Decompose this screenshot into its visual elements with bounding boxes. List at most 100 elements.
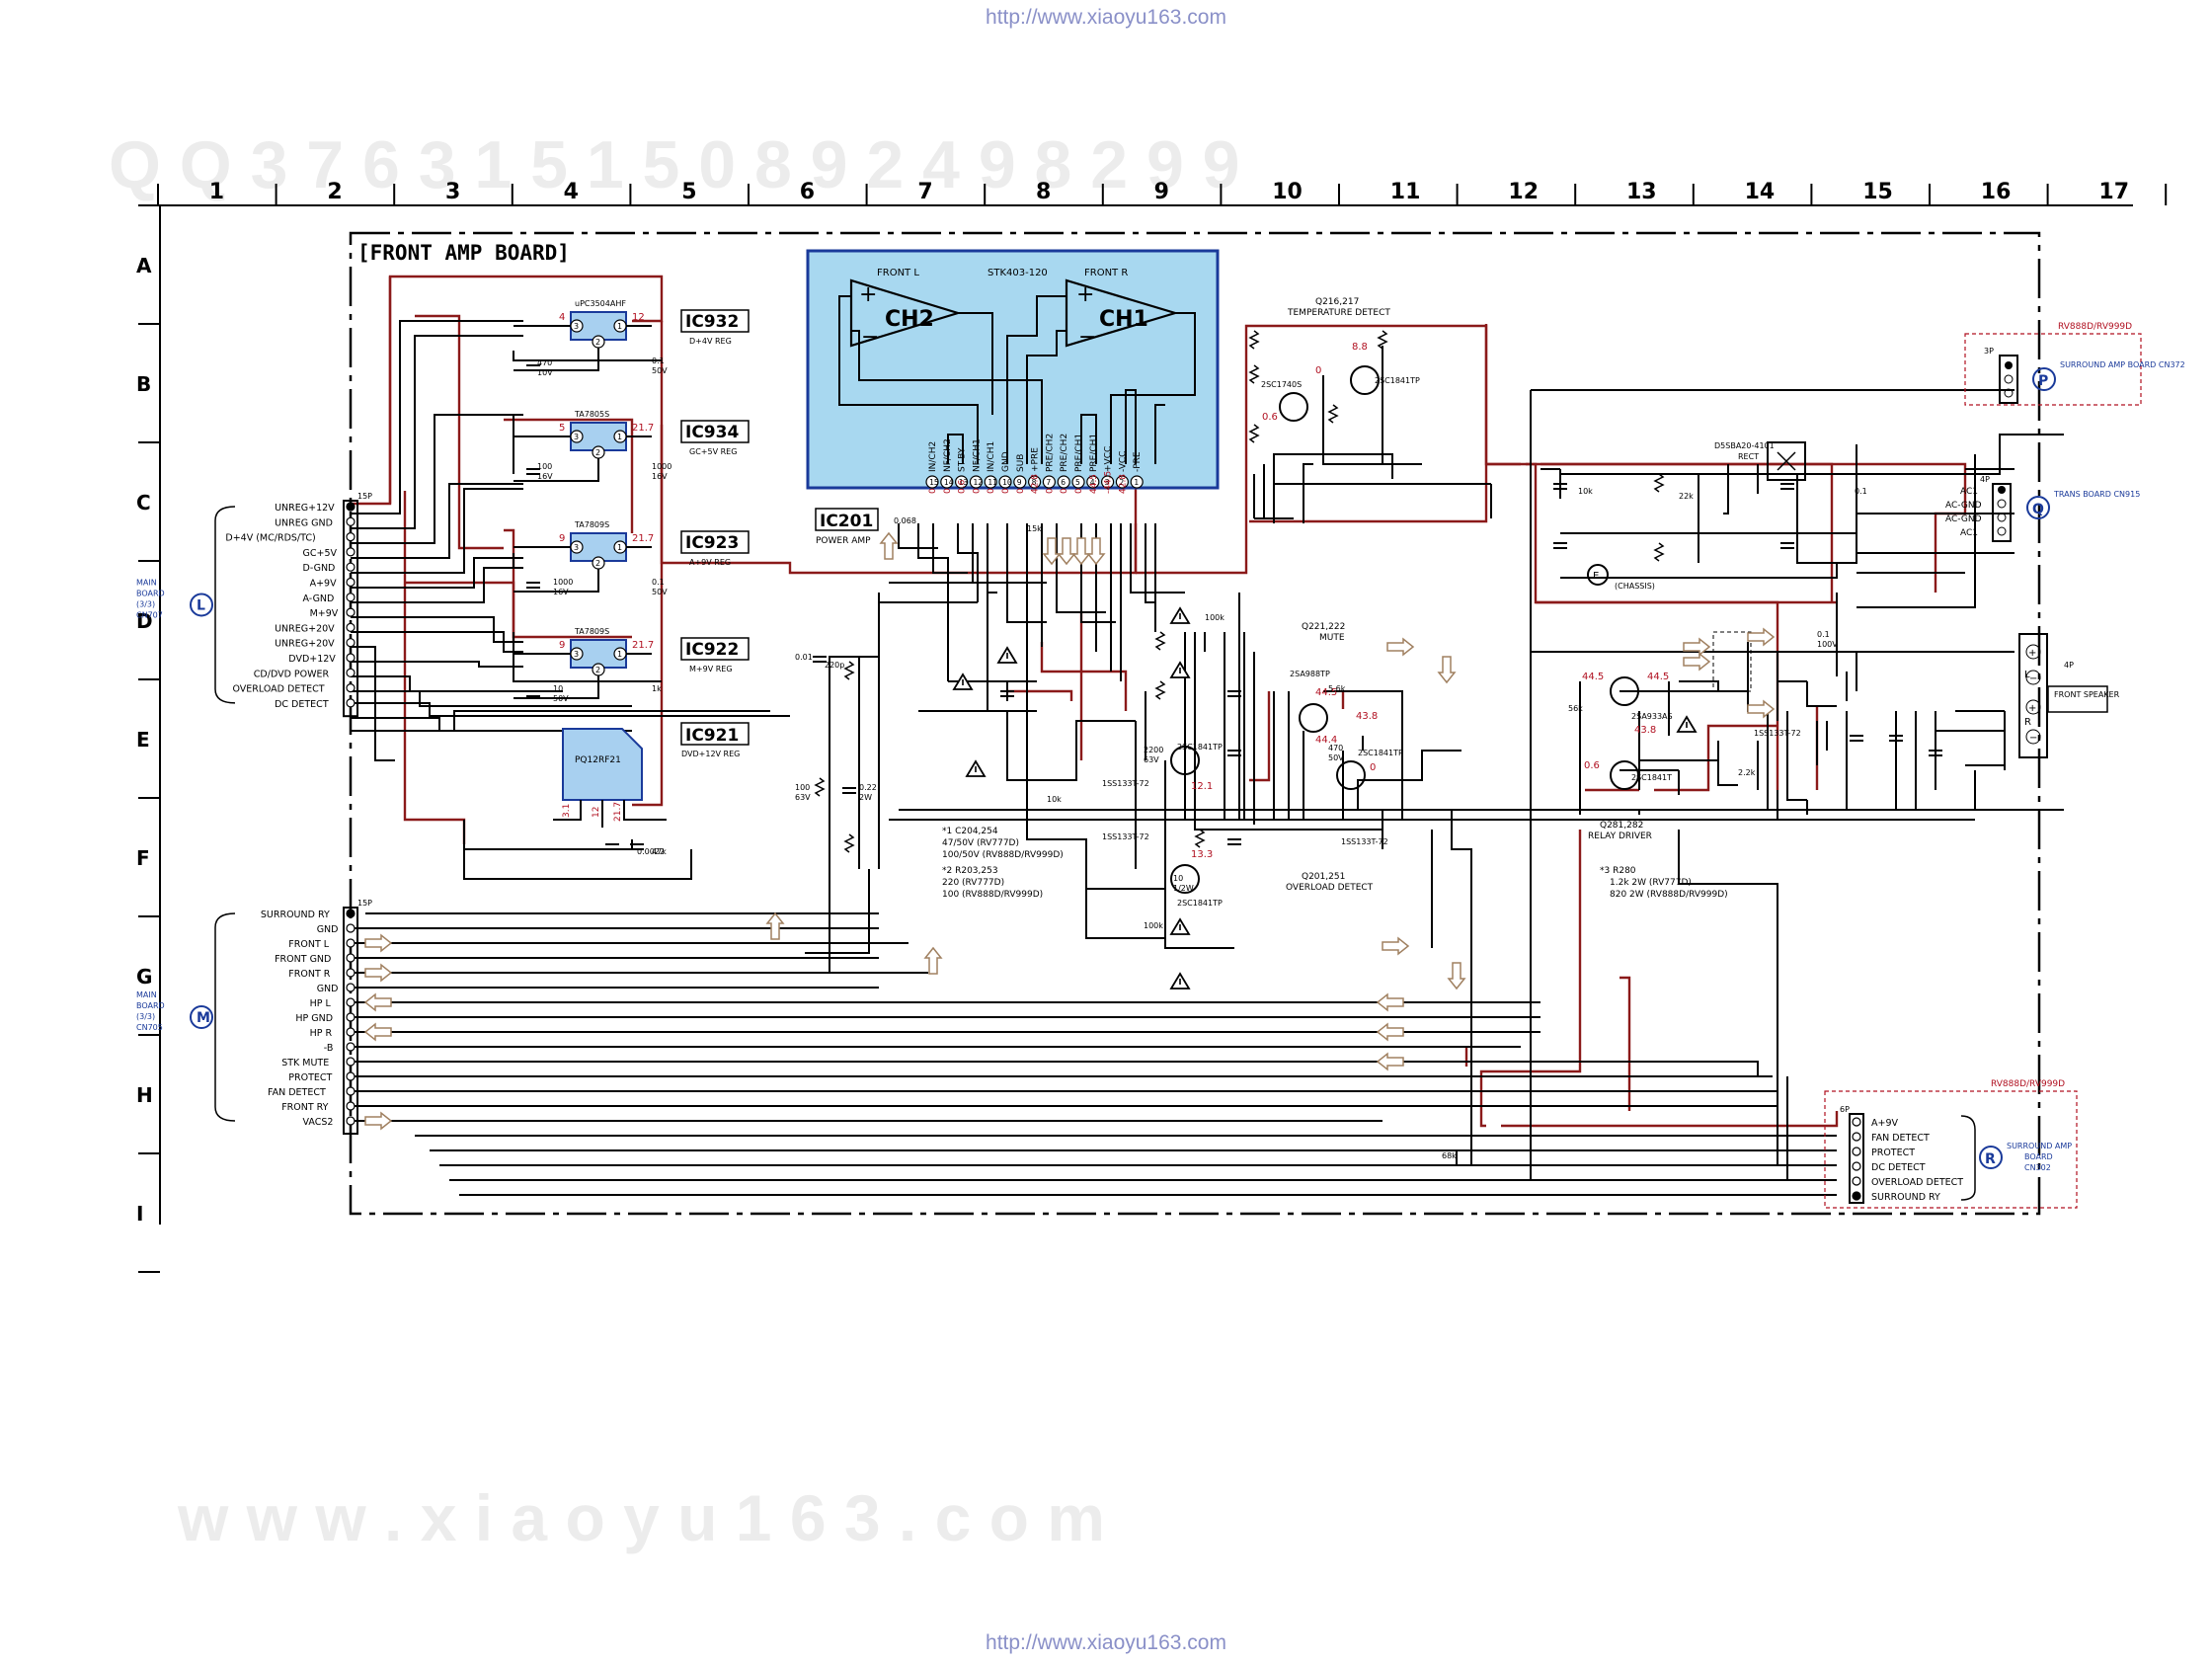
regulator-desc: A+9V REG bbox=[689, 558, 731, 567]
connector-pin-label: M+9V bbox=[310, 608, 339, 619]
regulator-pin: 1 bbox=[617, 322, 622, 331]
ic201-pin bbox=[1086, 475, 1100, 489]
signal-arrow-right bbox=[1382, 936, 1410, 956]
svg-text:2SC1841TP: 2SC1841TP bbox=[1358, 749, 1403, 757]
connector-circle: R bbox=[1985, 1151, 1996, 1167]
signal-arrow-left bbox=[363, 992, 392, 1012]
connector-pin-label: OVERLOAD DETECT bbox=[233, 684, 325, 695]
temperature-detect-block: Q216,217 TEMPERATURE DETECT 2SC1740S 2SC… bbox=[1261, 297, 1420, 423]
connector-pin-label: FRONT L bbox=[288, 939, 329, 950]
signal-arrow-down bbox=[1086, 537, 1106, 566]
component-value: 1k bbox=[652, 684, 662, 693]
row-label: C bbox=[136, 491, 151, 515]
regulator-input-voltage: 21.7 bbox=[632, 423, 654, 434]
connector-circle: L bbox=[197, 597, 205, 613]
ic201-pin-number: 13 bbox=[959, 478, 969, 487]
row-label: D bbox=[136, 609, 153, 633]
svg-text:FRONT SPEAKER: FRONT SPEAKER bbox=[2054, 690, 2120, 699]
connector-pin-label: FRONT GND bbox=[275, 954, 331, 965]
resistor-symbol bbox=[843, 661, 855, 680]
connector-pin-label: HP R bbox=[310, 1028, 333, 1039]
svg-text:−: − bbox=[2029, 733, 2037, 744]
component-value: 0.0022 bbox=[637, 847, 665, 856]
regulator-input-voltage: 12 bbox=[632, 312, 645, 323]
connector-pin-label: CD/DVD POWER bbox=[254, 669, 330, 679]
svg-text:Q216,217: Q216,217 bbox=[1315, 297, 1359, 307]
column-label: 4 bbox=[564, 180, 579, 204]
connector-pin-label: A+9V bbox=[310, 579, 338, 590]
component-value: 470 bbox=[1328, 744, 1343, 752]
svg-text:TEMPERATURE DETECT: TEMPERATURE DETECT bbox=[1287, 308, 1390, 318]
ic201-pin-number: 2 bbox=[1119, 478, 1124, 487]
connector-q-cn915: 4P AC1 AC-GND AC-GND AC1 Q TRANS BOARD C… bbox=[1945, 475, 2140, 542]
regulator-pin: 2 bbox=[595, 448, 600, 457]
footer-url[interactable]: http://www.xiaoyu163.com bbox=[986, 1631, 1226, 1654]
ic201-pin-name: SUB bbox=[1016, 454, 1026, 472]
header-url[interactable]: http://www.xiaoyu163.com bbox=[986, 6, 1226, 29]
svg-text:*1 C204,254: *1 C204,254 bbox=[942, 827, 998, 836]
ic201-pin-number: 4 bbox=[1090, 478, 1095, 487]
svg-text:43.8: 43.8 bbox=[1356, 711, 1378, 722]
regulator-pin: 2 bbox=[595, 559, 600, 568]
component-value: 10 bbox=[1173, 874, 1183, 883]
ic201-pin-voltage: 42.8 bbox=[1031, 474, 1041, 494]
signal-arrow-right bbox=[1683, 652, 1711, 672]
component-value: 0.01 bbox=[795, 653, 813, 662]
component-value: 0.1 bbox=[652, 356, 665, 365]
svg-text:8.8: 8.8 bbox=[1352, 342, 1368, 353]
resistor-symbol bbox=[1653, 542, 1665, 562]
capacitor-symbol bbox=[526, 468, 540, 475]
capacitor-symbol bbox=[1553, 483, 1567, 490]
connector-pin-label: GC+5V bbox=[303, 548, 338, 559]
component-value: 0.1 bbox=[652, 578, 665, 587]
board-outline bbox=[349, 231, 2041, 1216]
regulator-ref: IC932 bbox=[685, 312, 739, 332]
ic201-pin-name: ST-BY bbox=[958, 447, 968, 472]
svg-text:2SC1841T: 2SC1841T bbox=[1631, 773, 1672, 782]
capacitor-symbol bbox=[1227, 690, 1241, 697]
connector-pin-label: FRONT R bbox=[288, 969, 330, 980]
ch1-amp bbox=[1065, 278, 1179, 348]
column-label: 16 bbox=[1981, 180, 2012, 204]
component-value: 220p bbox=[825, 661, 844, 670]
component-value: 1000 bbox=[652, 462, 672, 471]
connector-p-cn372: RV888D/RV999D 3P P SURROUND AMP BOARD CN… bbox=[1964, 322, 2185, 406]
column-label: 14 bbox=[1745, 180, 1776, 204]
signal-arrow-right bbox=[364, 933, 393, 953]
regulator-ref: IC921 bbox=[685, 726, 739, 746]
ic201-pins: 15IN/CH214NF/CH213ST-BY12NF/CH111IN/CH11… bbox=[925, 434, 1144, 494]
stk-part: STK403-120 bbox=[988, 268, 1048, 278]
column-label: 5 bbox=[681, 180, 696, 204]
connector-pin-label: PROTECT bbox=[288, 1072, 332, 1083]
regulator-output-voltage: 4 bbox=[559, 312, 565, 323]
svg-text:MUTE: MUTE bbox=[1319, 633, 1345, 643]
resistor-symbol bbox=[1653, 473, 1665, 493]
svg-text:Q201,251: Q201,251 bbox=[1302, 872, 1345, 882]
note-2: *2 R203,253 220 (RV777D) 100 (RV888D/RV9… bbox=[942, 866, 1043, 900]
ic201-pin-number: 1 bbox=[1134, 478, 1139, 487]
svg-text:44.5: 44.5 bbox=[1315, 687, 1337, 698]
svg-text:44.4: 44.4 bbox=[1315, 735, 1337, 746]
column-label: 1 bbox=[209, 180, 224, 204]
connector-board-label: CN302 bbox=[2024, 1163, 2051, 1172]
ic201-pin-number: 6 bbox=[1061, 478, 1066, 487]
component-value: 100k bbox=[1205, 613, 1224, 622]
diode-label-4: 1SS133T-72 bbox=[1754, 729, 1801, 738]
overload-detect-block: Q201,251 OVERLOAD DETECT 2SC1841TP 2SC18… bbox=[1170, 743, 1374, 908]
row-label: B bbox=[136, 372, 151, 396]
capacitor-symbol bbox=[605, 843, 619, 850]
mute-block: Q221,222 MUTE 2SA988TP 2SC1841TP 44.5 43… bbox=[1290, 622, 1403, 790]
ic201-desc: POWER AMP bbox=[816, 536, 871, 546]
connector-pin-label: SURROUND RY bbox=[261, 910, 330, 920]
ic201-pin bbox=[954, 475, 969, 489]
svg-text:Q221,222: Q221,222 bbox=[1302, 622, 1345, 632]
signal-arrows bbox=[363, 531, 1776, 1131]
svg-text:1.2k 2W (RV777D): 1.2k 2W (RV777D) bbox=[1610, 878, 1692, 888]
svg-text:AC-GND: AC-GND bbox=[1945, 515, 1982, 524]
ic201-pin-name: -PRE bbox=[1133, 451, 1143, 472]
caution-marks bbox=[952, 606, 1698, 990]
